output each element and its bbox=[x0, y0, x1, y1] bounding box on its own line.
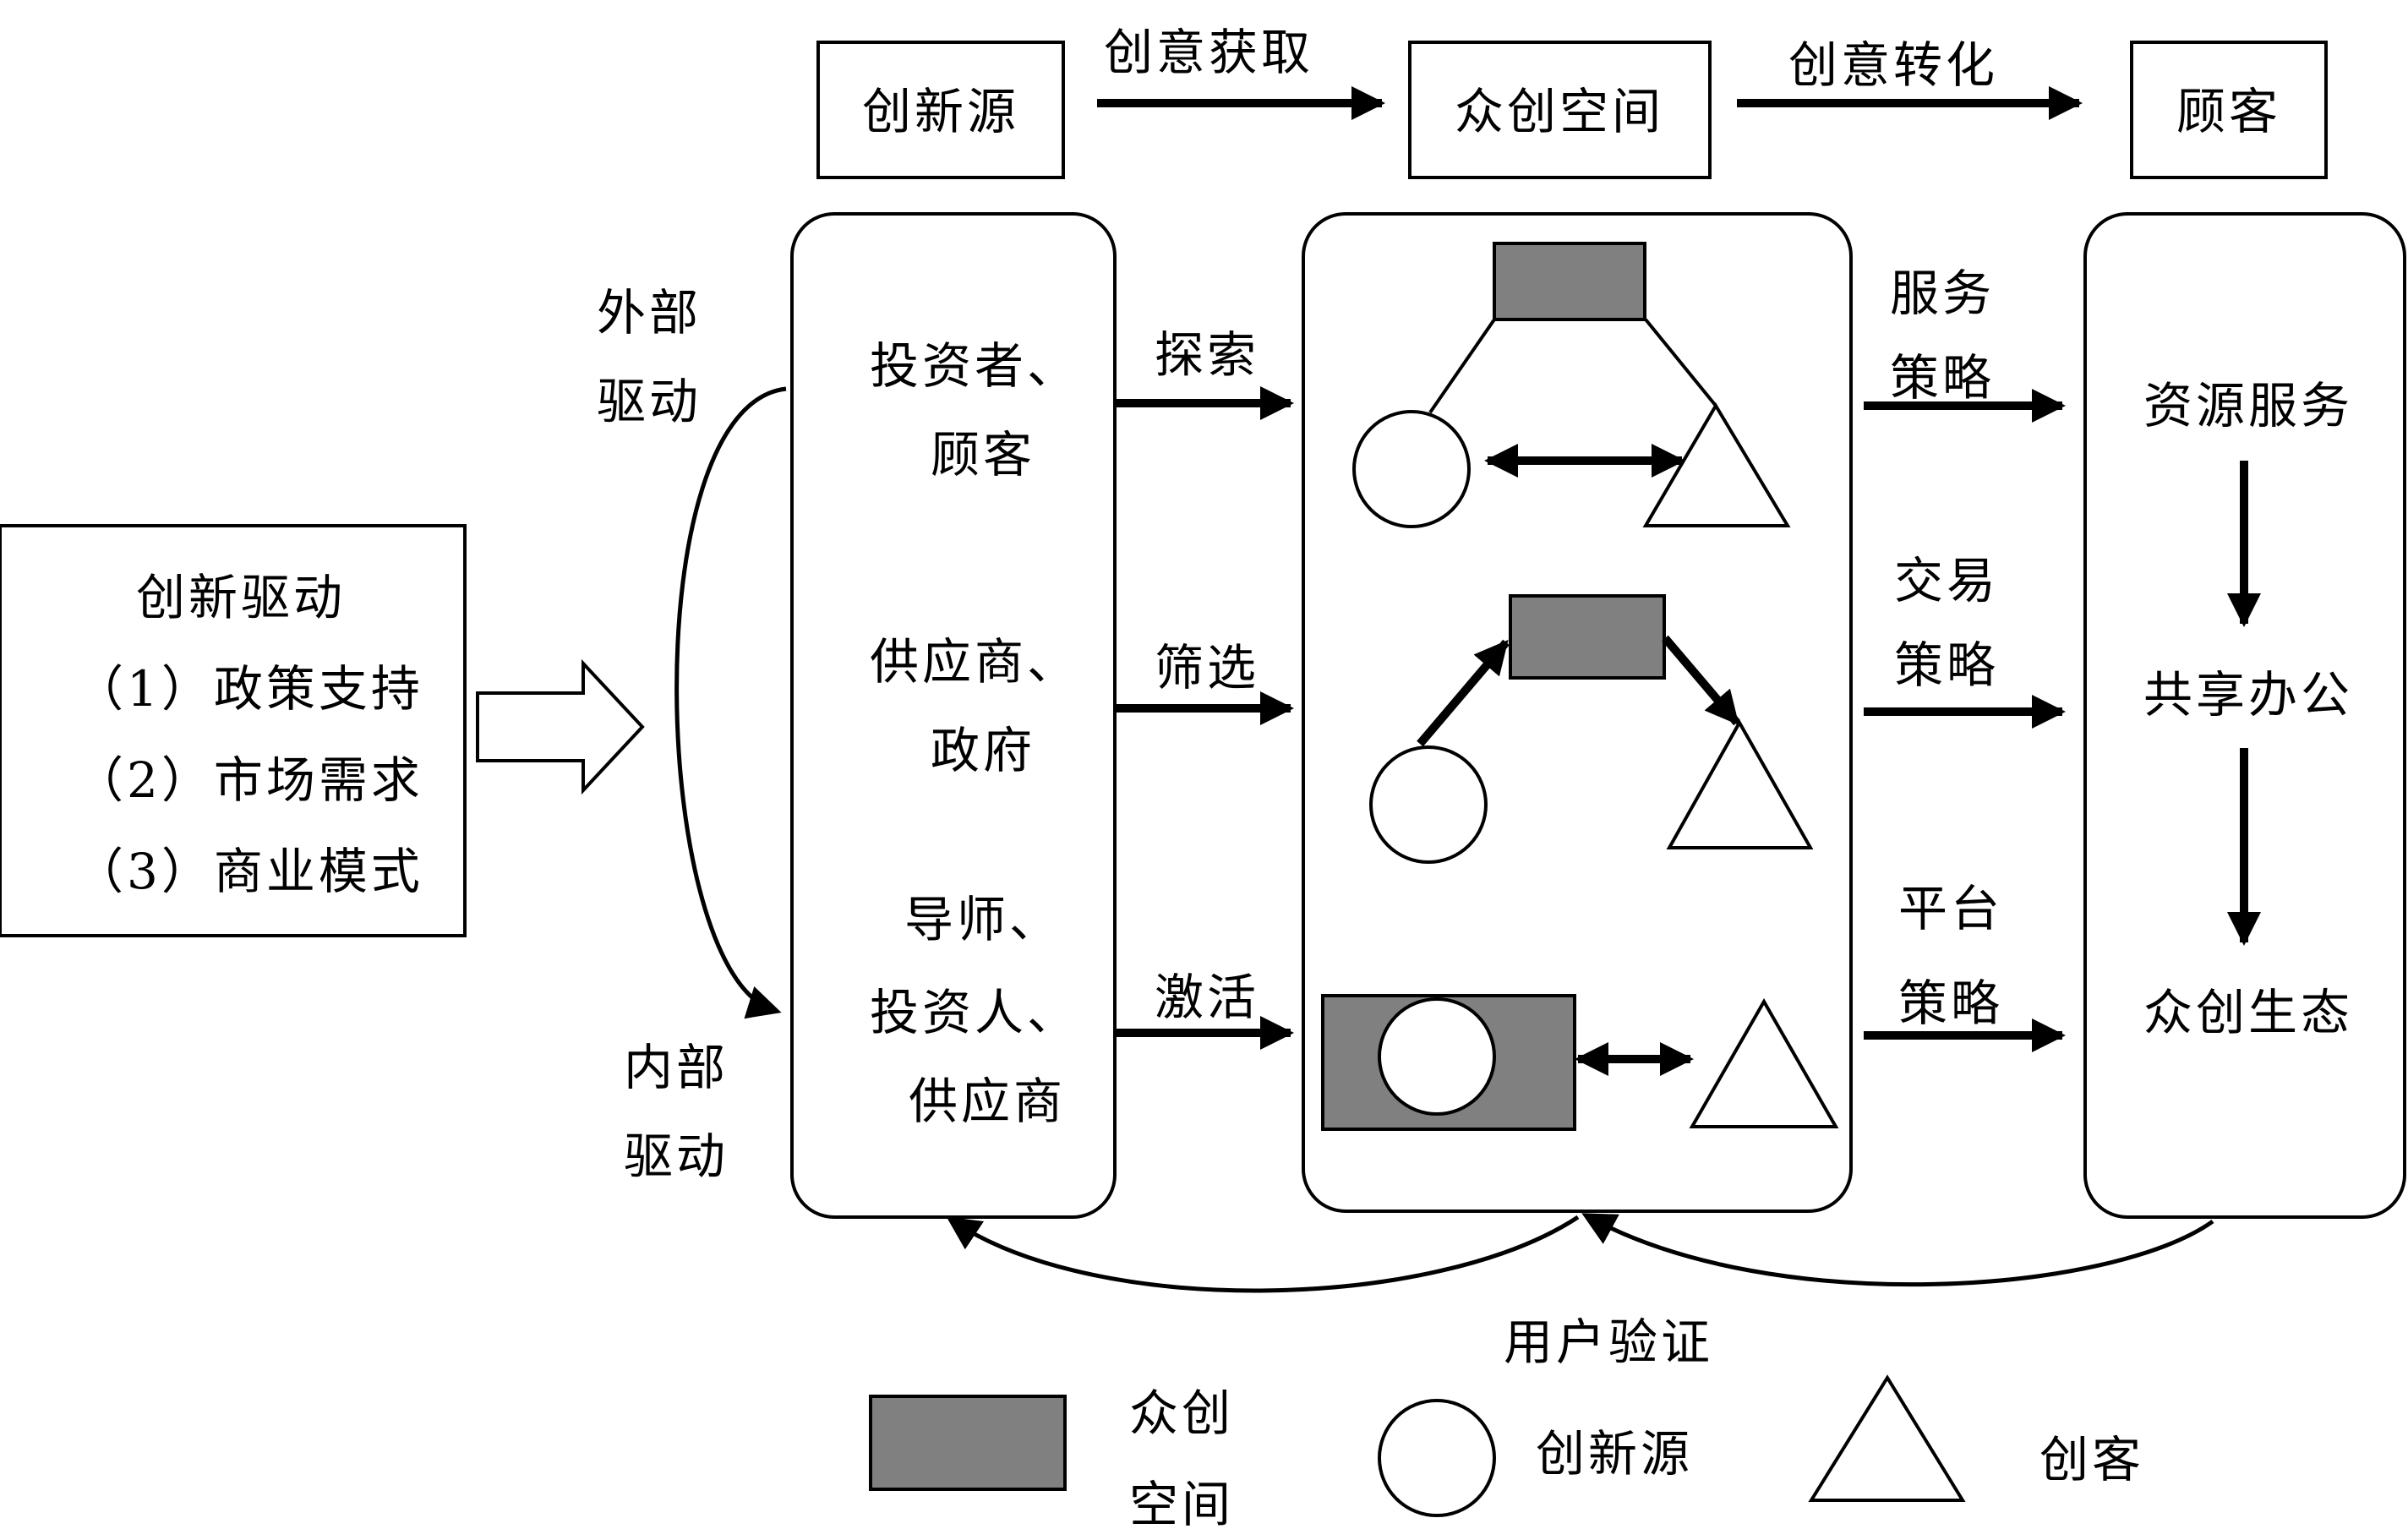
m2-space-rect bbox=[1509, 594, 1666, 680]
actor-3-line-2: 投资人、 bbox=[870, 984, 1079, 1041]
drive-box bbox=[0, 524, 467, 937]
strategy-1-line-1: 服务 bbox=[1890, 265, 1995, 322]
feedback-label: 用户验证 bbox=[1504, 1313, 1713, 1371]
external-label-2: 驱动 bbox=[597, 373, 702, 430]
feedback-curve-to-actors bbox=[946, 1215, 1580, 1293]
customer-step-3: 众创生态 bbox=[2143, 984, 2353, 1041]
legend-maker-label: 创客 bbox=[2039, 1431, 2144, 1488]
drive-item-1: （1）政策支持 bbox=[74, 660, 423, 718]
acquire-label: 创意获取 bbox=[1104, 24, 1313, 81]
actor-2-line-1: 供应商、 bbox=[870, 633, 1079, 691]
source-header-label: 创新源 bbox=[862, 83, 1019, 140]
customer-header-box bbox=[2130, 41, 2328, 179]
m3-maker-triangle bbox=[1689, 997, 1839, 1128]
space-header-box bbox=[1408, 41, 1712, 179]
customer-panel bbox=[2083, 212, 2406, 1219]
internal-label-1: 内部 bbox=[624, 1039, 729, 1096]
action-activate: 激活 bbox=[1155, 969, 1259, 1026]
space-header-label: 众创空间 bbox=[1455, 83, 1664, 140]
driver-curve-arrow bbox=[674, 386, 787, 1019]
action-screen: 筛选 bbox=[1155, 639, 1259, 696]
legend-source-circle bbox=[1378, 1399, 1496, 1517]
m1-space-rect bbox=[1493, 242, 1646, 321]
customer-step-2: 共享办公 bbox=[2143, 666, 2353, 724]
actor-2-line-2: 政府 bbox=[931, 722, 1035, 779]
drive-hollow-arrow bbox=[476, 658, 645, 795]
transform-label: 创意转化 bbox=[1788, 36, 1998, 94]
m2-arrow-to-maker bbox=[1662, 635, 1740, 726]
customer-header-label: 顾客 bbox=[2176, 83, 2281, 140]
strategy-2-line-1: 交易 bbox=[1894, 552, 1999, 609]
strategy-3-line-2: 策略 bbox=[1898, 975, 2003, 1032]
m2-maker-triangle bbox=[1666, 718, 1814, 849]
m3-source-circle bbox=[1378, 997, 1496, 1116]
drive-item-3: （3）商业模式 bbox=[74, 843, 423, 900]
drive-item-2: （2）市场需求 bbox=[74, 751, 423, 809]
legend-maker-triangle bbox=[1808, 1374, 1966, 1502]
actor-1-line-2: 顾客 bbox=[931, 426, 1035, 483]
strategy-1-line-2: 策略 bbox=[1890, 349, 1995, 407]
m1-source-circle bbox=[1352, 410, 1471, 528]
m1-link-left bbox=[1428, 318, 1496, 414]
actor-3-line-1: 导师、 bbox=[904, 891, 1062, 948]
actor-1-line-1: 投资者、 bbox=[870, 337, 1079, 395]
customer-step-1: 资源服务 bbox=[2143, 377, 2353, 434]
source-header-box bbox=[816, 41, 1065, 179]
legend-space-line-1: 众创 bbox=[1129, 1384, 1234, 1442]
action-explore: 探索 bbox=[1155, 326, 1259, 384]
legend-space-line-2: 空间 bbox=[1129, 1476, 1234, 1529]
internal-label-2: 驱动 bbox=[624, 1128, 729, 1185]
m2-arrow-to-space bbox=[1417, 639, 1510, 747]
actor-3-line-3: 供应商 bbox=[909, 1073, 1066, 1130]
strategy-2-line-2: 策略 bbox=[1894, 636, 1999, 694]
external-label-1: 外部 bbox=[597, 284, 702, 341]
drive-title: 创新驱动 bbox=[136, 569, 346, 626]
legend-source-label: 创新源 bbox=[1536, 1425, 1693, 1483]
m2-source-circle bbox=[1369, 745, 1488, 864]
m1-link-right bbox=[1644, 318, 1717, 407]
feedback-curve-to-space bbox=[1581, 1213, 2214, 1287]
legend-space-swatch bbox=[869, 1395, 1067, 1491]
strategy-3-line-1: 平台 bbox=[1898, 880, 2003, 937]
